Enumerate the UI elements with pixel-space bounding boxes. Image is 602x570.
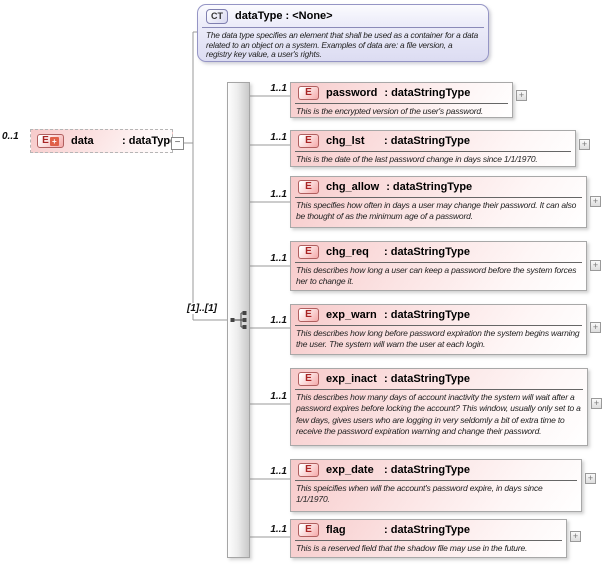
element-description: This is the date of the last password ch… — [296, 154, 538, 164]
element-box-flag[interactable]: E flag : dataStringType This is a reserv… — [290, 519, 567, 558]
element-plus-icon: E+ — [37, 134, 64, 148]
element-cardinality: 1..1 — [270, 253, 287, 264]
collapse-toggle[interactable]: − — [171, 137, 184, 150]
element-cardinality: 1..1 — [270, 189, 287, 200]
expand-button[interactable]: + — [590, 196, 601, 207]
element-box-exp-inact[interactable]: E exp_inact : dataStringType This descri… — [290, 368, 588, 446]
element-icon: E — [298, 372, 319, 386]
element-box-chg-allow[interactable]: E chg_allow : dataStringType This specif… — [290, 176, 587, 228]
element-type: : dataStringType — [384, 464, 470, 476]
element-cardinality: 1..1 — [270, 132, 287, 143]
element-description: This is the encrypted version of the use… — [296, 106, 484, 116]
expand-button[interactable]: + — [590, 322, 601, 333]
element-type: : dataStringType — [384, 524, 470, 536]
element-box-chg-lst[interactable]: E chg_lst : dataStringType This is the d… — [290, 130, 576, 167]
element-title-row: E exp_warn : dataStringType — [295, 305, 582, 326]
expand-button[interactable]: + — [590, 260, 601, 271]
element-name: flag — [326, 524, 346, 536]
element-description: This is a reserved field that the shadow… — [296, 543, 528, 553]
element-name: chg_allow — [326, 181, 380, 193]
expand-button[interactable]: + — [570, 531, 581, 542]
complextype-title: dataType : <None> — [235, 10, 333, 22]
element-title-row: E exp_date : dataStringType — [295, 460, 577, 481]
element-name: password — [326, 87, 378, 99]
element-name: chg_lst — [326, 135, 365, 147]
element-name: exp_warn — [326, 309, 377, 321]
element-icon: E — [298, 86, 319, 100]
element-type: : dataStringType — [384, 135, 470, 147]
element-name: exp_date — [326, 464, 374, 476]
element-box-password[interactable]: E password : dataStringType This is the … — [290, 82, 513, 118]
sequence-cardinality: [1]..[1] — [186, 303, 218, 314]
element-name: chg_req — [326, 246, 369, 258]
element-description: This specifies how often in days a user … — [296, 200, 577, 222]
expand-button[interactable]: + — [516, 90, 527, 101]
sequence-icon — [230, 311, 247, 329]
element-cardinality: 1..1 — [270, 391, 287, 402]
element-title-row: E flag : dataStringType — [295, 520, 562, 541]
element-icon: E — [298, 523, 319, 537]
complextype-icon: CT — [206, 8, 228, 24]
element-title-row: E password : dataStringType — [295, 83, 508, 104]
element-icon: E — [298, 463, 319, 477]
element-description: This speicifies when will the account's … — [296, 483, 543, 505]
root-element-name: data — [71, 135, 94, 147]
element-icon: E — [298, 180, 319, 194]
element-cardinality: 1..1 — [270, 315, 287, 326]
expand-button[interactable]: + — [591, 398, 602, 409]
element-title-row: E exp_inact : dataStringType — [295, 369, 583, 390]
element-box-chg-req[interactable]: E chg_req : dataStringType This describe… — [290, 241, 587, 291]
root-cardinality: 0..1 — [2, 131, 19, 142]
element-icon: E — [298, 308, 319, 322]
element-cardinality: 1..1 — [270, 83, 287, 94]
element-description: This describes how long a user can keep … — [296, 265, 577, 287]
root-element-box[interactable]: E+ data : dataType — [30, 129, 177, 153]
element-title-row: E chg_req : dataStringType — [295, 242, 582, 263]
element-description: This describes how long before password … — [296, 328, 580, 350]
element-description: This describes how many days of account … — [296, 392, 581, 436]
element-box-exp-warn[interactable]: E exp_warn : dataStringType This describ… — [290, 304, 587, 355]
element-type: : dataStringType — [386, 181, 473, 193]
expand-button[interactable]: + — [579, 139, 590, 150]
expand-button[interactable]: + — [585, 473, 596, 484]
complextype-title-row: CT dataType : <None> — [202, 5, 484, 28]
element-name: exp_inact — [326, 373, 377, 385]
element-type: : dataStringType — [384, 373, 470, 385]
element-title-row: E chg_allow : dataStringType — [295, 177, 582, 198]
element-box-exp-date[interactable]: E exp_date : dataStringType This speicif… — [290, 459, 582, 512]
element-type: : dataStringType — [384, 309, 470, 321]
element-icon: E — [298, 245, 319, 259]
complextype-description: The data type specifies an element that … — [206, 30, 479, 59]
root-element-type: : dataType — [122, 135, 177, 147]
element-cardinality: 1..1 — [270, 466, 287, 477]
element-cardinality: 1..1 — [270, 524, 287, 535]
element-type: : dataStringType — [384, 87, 471, 99]
element-type: : dataStringType — [384, 246, 470, 258]
element-icon: E — [298, 134, 319, 148]
element-title-row: E chg_lst : dataStringType — [295, 131, 571, 152]
complextype-box[interactable]: CT dataType : <None> The data type speci… — [197, 4, 489, 62]
